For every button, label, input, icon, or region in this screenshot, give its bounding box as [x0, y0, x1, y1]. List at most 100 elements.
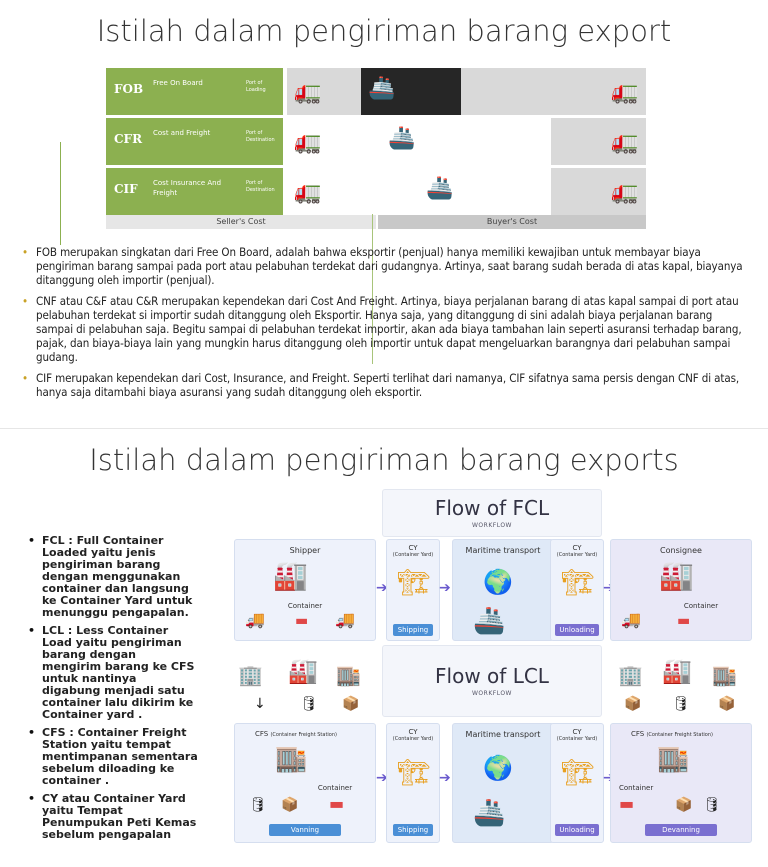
ship-icon: 🚢 [368, 76, 396, 101]
globe-icon: 🌍 [483, 568, 513, 596]
boxes-icon: 📦 [281, 797, 299, 813]
ship-icon: 🚢 [473, 798, 506, 828]
flow-arrow-icon: ➔ [376, 770, 388, 786]
maritime-box: Maritime transport 🌍 🚢 [452, 539, 554, 641]
container-icon: ▬ [677, 613, 691, 629]
cy-label: CY [408, 728, 418, 736]
shipper-box: Shipper 🏭 Container 🚚 ▬ 🚚 [234, 539, 376, 641]
cy-sub-label: (Container Yard) [392, 552, 434, 558]
slide-1: Istilah dalam pengiriman barang export F… [0, 0, 768, 428]
crane-icon: 🏗 [397, 758, 431, 788]
incoterm-row-cfr: CFR Cost and Freight Port of Destination… [106, 118, 646, 165]
list-item: FCL : Full Container Loaded yaitu jenis … [28, 535, 198, 619]
cy-box: CY (Container Yard) 🏗 Shipping [386, 539, 440, 641]
warehouse-icon: 🏬 [712, 663, 737, 687]
boxes-icon: 📦 [342, 696, 360, 712]
truck-icon: 🚛 [294, 80, 322, 105]
slide-2-title: Istilah dalam pengiriman barang exports [89, 443, 679, 477]
factory-icon: 🏭 [662, 657, 692, 685]
warehouse-icon: 🏬 [336, 663, 361, 687]
crane-icon: 🏗 [397, 568, 431, 598]
truck-icon: 🚛 [611, 180, 639, 205]
shipping-badge: Shipping [393, 624, 433, 636]
maritime-label: Maritime transport [465, 730, 541, 739]
cy-sub-label: (Container Yard) [556, 552, 598, 558]
cy-label: CY [572, 544, 582, 552]
flow-arrow-icon: ➔ [439, 770, 451, 786]
list-item: CNF atau C&F atau C&R merupakan kependek… [22, 294, 752, 364]
down-arrow-icon: ↓ [254, 696, 266, 712]
incoterm-table: FOB Free On Board Port of Loading 🚛 🚢 🚛 … [106, 68, 646, 229]
barrel-icon: 🛢 [672, 696, 690, 712]
vanning-badge: Vanning [269, 824, 341, 836]
sellers-cost-label: Seller's Cost [106, 215, 376, 229]
shipping-badge: Shipping [393, 824, 433, 836]
container-term-bullet-list: FCL : Full Container Loaded yaitu jenis … [28, 535, 198, 847]
maritime-label: Maritime transport [465, 546, 541, 555]
container-icon: ▬ [619, 794, 635, 813]
ship-icon: 🚢 [426, 176, 454, 201]
container-icon: ▬ [295, 613, 309, 629]
cfs-label: CFS [631, 730, 645, 738]
incoterm-port: Port of Destination [246, 180, 275, 193]
list-item: CIF merupakan kependekan dari Cost, Insu… [22, 371, 752, 399]
crane-icon: 🏗 [561, 568, 595, 598]
cy-destination-box: CY (Container Yard) 🏗 Unloading [550, 723, 604, 843]
cy-label: CY [408, 544, 418, 552]
cfs-sub-label: (Container Freight Station) [646, 732, 713, 738]
boxes-icon: 📦 [624, 696, 642, 712]
incoterm-row-fob: FOB Free On Board Port of Loading 🚛 🚢 🚛 [106, 68, 646, 115]
incoterm-port: Port of Destination [246, 130, 275, 143]
truck-icon: 🚚 [245, 610, 265, 629]
container-label: Container [287, 602, 323, 610]
cy-sub-label: (Container Yard) [392, 736, 434, 742]
maritime-box: Maritime transport 🌍 🚢 [452, 723, 554, 843]
flow-arrow-icon: ➔ [376, 580, 388, 596]
boxes-icon: 📦 [718, 696, 736, 712]
list-item: FOB merupakan singkatan dari Free On Boa… [22, 245, 752, 287]
truck-icon: 🚛 [611, 130, 639, 155]
incoterm-bullet-list: FOB merupakan singkatan dari Free On Boa… [22, 245, 752, 406]
cfs-destination-box: CFS (Container Freight Station) 🏬 Contai… [610, 723, 752, 843]
unloading-badge: Unloading [555, 624, 599, 636]
truck-icon: 🚛 [294, 180, 322, 205]
container-label: Container [317, 784, 353, 792]
divider-line [60, 142, 61, 245]
devanning-badge: Devanning [645, 824, 717, 836]
incoterm-name: Cost and Freight [153, 129, 211, 137]
incoterm-code: CFR [114, 132, 143, 146]
boxes-icon: 📦 [675, 797, 693, 813]
cy-sub-label: (Container Yard) [556, 736, 598, 742]
incoterm-port: Port of Loading [246, 80, 266, 93]
fcl-header: Flow of FCL WORKFLOW [382, 489, 602, 537]
lcl-header: Flow of LCL WORKFLOW [382, 645, 602, 717]
buyers-cost-label: Buyer's Cost [378, 215, 646, 229]
divider-line [372, 214, 373, 364]
crane-icon: 🏗 [561, 758, 595, 788]
flow-arrow-icon: ➔ [603, 580, 615, 596]
barrel-icon: 🛢 [300, 696, 318, 712]
fcl-title: Flow of FCL [434, 496, 550, 520]
workflow-label: WORKFLOW [472, 690, 512, 697]
barrel-icon: 🛢 [249, 797, 267, 813]
incoterm-row-cif: CIF Cost Insurance And Freight Port of D… [106, 168, 646, 215]
shipper-label: Shipper [289, 546, 321, 555]
incoterm-code: CIF [114, 182, 138, 196]
container-label: Container [619, 784, 654, 792]
globe-icon: 🌍 [483, 754, 513, 782]
factory-icon: 🏭 [288, 657, 318, 685]
warehouse-icon: 🏬 [275, 744, 308, 774]
cfs-origin-box: CFS (Container Freight Station) 🏬 Contai… [234, 723, 376, 843]
cfs-label: CFS [255, 730, 269, 738]
ship-icon: 🚢 [388, 126, 416, 151]
unloading-badge: Unloading [555, 824, 599, 836]
barrel-icon: 🛢 [703, 797, 721, 813]
slide-2: Istilah dalam pengiriman barang exports … [0, 428, 768, 867]
truck-icon: 🚛 [294, 130, 322, 155]
incoterm-name: Free On Board [153, 79, 203, 87]
factory-icon: 🏭 [659, 559, 694, 592]
truck-icon: 🚚 [335, 610, 355, 629]
container-icon: ▬ [329, 794, 345, 813]
list-item: CY atau Container Yard yaitu Tempat Penu… [28, 793, 198, 841]
fcl-lcl-flow-diagram: Flow of FCL WORKFLOW Shipper 🏭 Container… [232, 489, 754, 861]
